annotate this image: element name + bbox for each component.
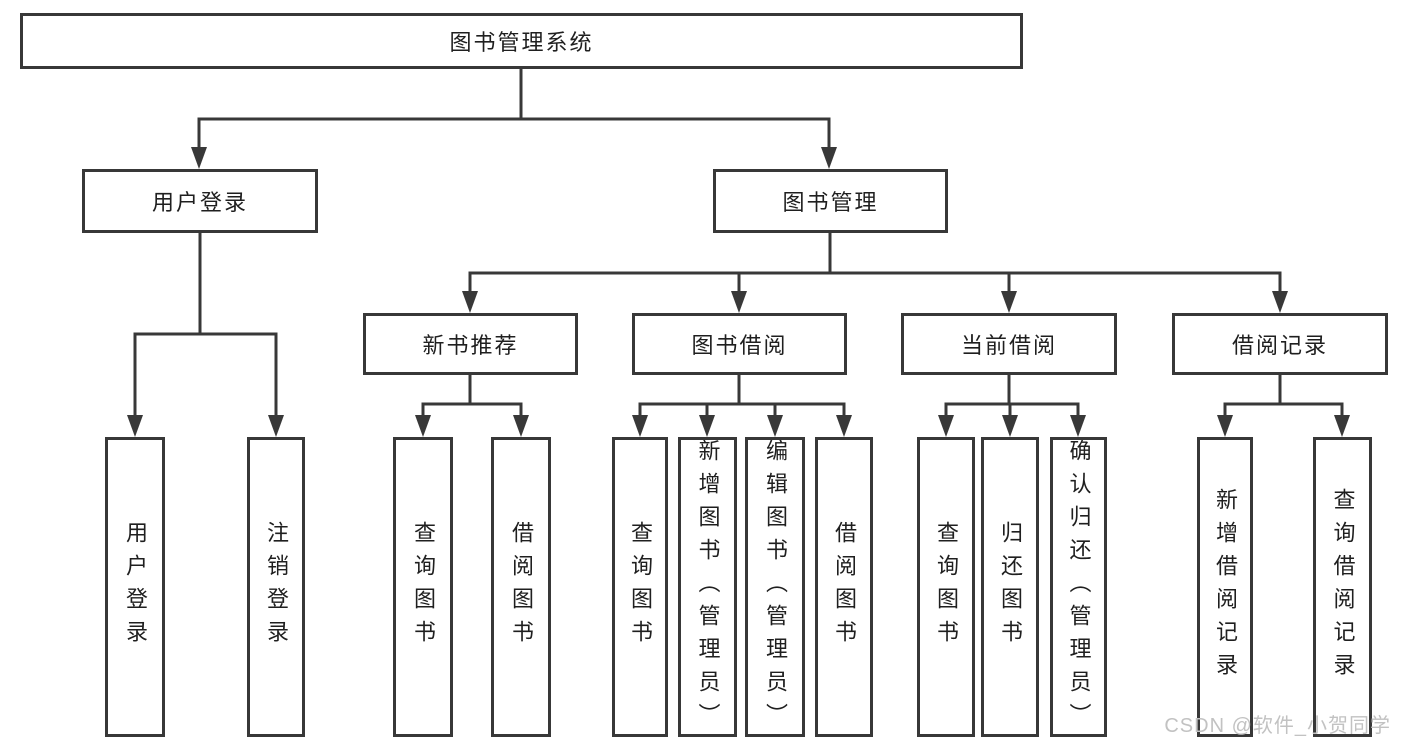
leaf-newbook-query-books: 查询图书 [393,437,453,737]
arrowhead [1272,291,1288,313]
arrowhead [513,415,529,437]
edge-borrow-drops [705,404,777,419]
arrowhead [767,415,783,437]
node-book-borrowing: 图书借阅 [632,313,847,375]
leaf-user-login: 用户登录 [105,437,165,737]
arrowhead [632,415,648,437]
arrowhead [836,415,852,437]
edge-user-login-rail [133,332,278,419]
node-current-borrowing: 当前借阅 [901,313,1117,375]
arrowhead [1217,415,1233,437]
arrowhead [1001,291,1017,313]
arrowhead [127,415,143,437]
arrowhead [462,291,478,313]
leaf-borrowing-borrow-books: 借阅图书 [815,437,873,737]
edge-new-book-rail [421,402,523,419]
leaf-borrowing-edit-books-admin: 编辑图书（管理员） [745,437,805,737]
arrowhead [1070,415,1086,437]
arrowhead [268,415,284,437]
node-book-management: 图书管理 [713,169,948,233]
leaf-borrowing-query-books: 查询图书 [612,437,668,737]
edge-root-rail [197,117,831,151]
edge-current-rail [944,402,1080,419]
edge-book-management-drops [737,273,1011,295]
edge-book-management-rail [468,271,1282,295]
arrowhead [731,291,747,313]
arrowhead [821,147,837,169]
leaf-current-confirm-return-admin: 确认归还（管理员） [1050,437,1107,737]
node-user-login: 用户登录 [82,169,318,233]
arrowhead [699,415,715,437]
node-borrowing-records: 借阅记录 [1172,313,1388,375]
watermark: CSDN @软件_小贺同学 [1164,715,1391,737]
leaf-records-query-borrow-record: 查询借阅记录 [1313,437,1372,737]
edge-borrow-rail [638,402,846,419]
arrowhead [1334,415,1350,437]
node-new-book-recommendation: 新书推荐 [363,313,578,375]
leaf-current-return-books: 归还图书 [981,437,1039,737]
node-library-management-system: 图书管理系统 [20,13,1023,69]
leaf-records-add-borrow-record: 新增借阅记录 [1197,437,1253,737]
leaf-logout-login: 注销登录 [247,437,305,737]
arrowhead [938,415,954,437]
arrowhead [191,147,207,169]
arrowhead [1002,415,1018,437]
edge-record-rail [1223,402,1344,419]
arrowhead [415,415,431,437]
leaf-borrowing-add-books-admin: 新增图书（管理员） [678,437,737,737]
leaf-newbook-borrow-books: 借阅图书 [491,437,551,737]
leaf-current-query-books: 查询图书 [917,437,975,737]
